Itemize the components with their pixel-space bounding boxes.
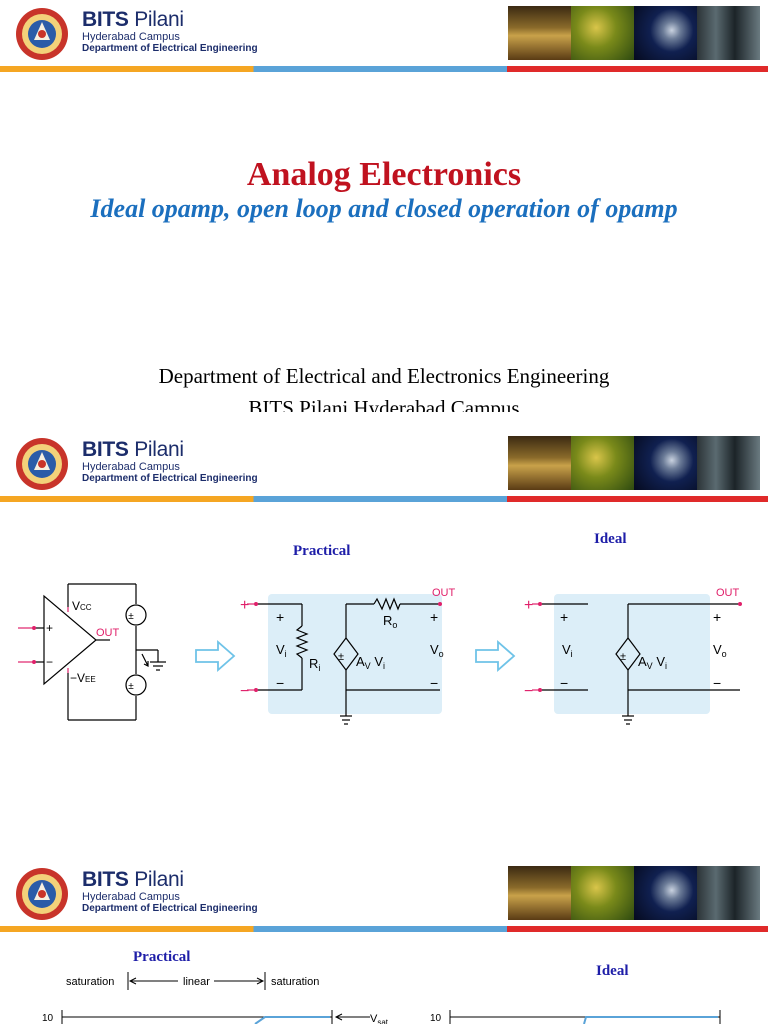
- svg-text:±: ±: [128, 611, 134, 622]
- svg-text:−: −: [46, 655, 53, 669]
- svg-text:−: −: [430, 675, 438, 691]
- ideal-model: [540, 603, 740, 725]
- arrow-right-icon: [195, 640, 236, 672]
- brand-block: BITS Pilani Hyderabad Campus Department …: [82, 9, 258, 55]
- transfer-characteristic-slide: BITS Pilani Hyderabad Campus Department …: [0, 860, 768, 1024]
- svg-text:Vo: Vo: [430, 642, 444, 659]
- svg-text:OUT: OUT: [716, 587, 740, 599]
- ideal-model-box: [554, 594, 710, 714]
- slide-subtitle: Ideal opamp, open loop and closed operat…: [90, 194, 678, 223]
- header-photo-powerlines: [508, 6, 571, 60]
- vee-source-icon: [125, 674, 147, 696]
- svg-text:10: 10: [42, 1013, 54, 1024]
- brand-department: Department of Electrical Engineering: [82, 43, 258, 54]
- brand-block: BITS Pilani Hyderabad Campus Department …: [82, 439, 258, 485]
- header-photo-circuitboard: [571, 436, 634, 490]
- svg-text:−: −: [713, 675, 721, 691]
- header-color-bar: [0, 496, 768, 502]
- practical-label: Practical: [293, 543, 351, 559]
- practical-model-box: [268, 594, 442, 714]
- header-photo-control-panel: [697, 436, 760, 490]
- svg-text:10: 10: [430, 1013, 442, 1024]
- header-photo-strip: [508, 866, 760, 920]
- svg-text:+: +: [240, 597, 249, 614]
- header-photo-satellite: [634, 436, 697, 490]
- svg-text:Vi: Vi: [276, 642, 287, 659]
- header-photo-powerlines: [508, 866, 571, 920]
- bits-logo-icon: [16, 8, 68, 60]
- svg-text:OUT: OUT: [432, 587, 456, 599]
- svg-text:+: +: [276, 609, 284, 625]
- department-block: Department of Electrical and Electronics…: [0, 360, 768, 412]
- slide-header: BITS Pilani Hyderabad Campus Department …: [0, 860, 768, 932]
- practical-model: [256, 597, 440, 725]
- brand-department: Department of Electrical Engineering: [82, 473, 258, 484]
- svg-text:−: −: [524, 683, 533, 700]
- header-color-bar: [0, 66, 768, 72]
- header-photo-circuitboard: [571, 6, 634, 60]
- svg-text:Ro: Ro: [383, 613, 397, 630]
- ideal-label: Ideal: [594, 531, 627, 547]
- svg-text:saturation: saturation: [66, 976, 114, 988]
- slide-header: BITS Pilani Hyderabad Campus Department …: [0, 430, 768, 502]
- header-photo-powerlines: [508, 436, 571, 490]
- svg-text:Vi: Vi: [562, 642, 573, 659]
- header-photo-control-panel: [697, 6, 760, 60]
- header-color-bar: [0, 926, 768, 932]
- svg-text:±: ±: [338, 651, 344, 663]
- svg-text:AV Vi: AV Vi: [356, 654, 385, 671]
- svg-text:±: ±: [128, 681, 134, 692]
- svg-text:Vsat: Vsat: [370, 1013, 389, 1024]
- brand-campus: Hyderabad Campus: [82, 31, 180, 43]
- svg-text:AV Vi: AV Vi: [638, 654, 667, 671]
- brand-name: BITS Pilani: [82, 868, 184, 891]
- transfer-curve-fragments: saturation linear saturation 10 10 Vsat: [42, 972, 721, 1024]
- brand-department: Department of Electrical Engineering: [82, 903, 258, 914]
- svg-text:+: +: [524, 597, 533, 614]
- svg-text:+: +: [46, 621, 53, 635]
- svg-text:OUT: OUT: [96, 627, 120, 639]
- campus-line: BITS Pilani Hyderabad Campus: [248, 396, 520, 412]
- brand-campus: Hyderabad Campus: [82, 891, 180, 903]
- svg-text:±: ±: [620, 651, 626, 663]
- svg-text:VCC: VCC: [72, 599, 92, 613]
- title-slide: BITS Pilani Hyderabad Campus Department …: [0, 0, 768, 412]
- slide-header: BITS Pilani Hyderabad Campus Department …: [0, 0, 768, 72]
- svg-text:−VEE: −VEE: [70, 671, 96, 685]
- svg-text:Ri: Ri: [309, 656, 320, 673]
- output-curve-ideal: [583, 1016, 718, 1024]
- brand-campus: Hyderabad Campus: [82, 461, 180, 473]
- brand-block: BITS Pilani Hyderabad Campus Department …: [82, 869, 258, 915]
- opamp-symbol: [34, 583, 166, 721]
- slide-title: Analog Electronics: [246, 156, 522, 193]
- svg-text:−: −: [560, 675, 568, 691]
- svg-text:saturation: saturation: [271, 976, 319, 988]
- opamp-circuit-diagrams: + − VCC −VEE OUT ± ±: [18, 583, 742, 725]
- vcc-source-icon: [125, 604, 147, 626]
- header-photo-strip: [508, 436, 760, 490]
- header-photo-strip: [508, 6, 760, 60]
- brand-name: BITS Pilani: [82, 8, 184, 31]
- arrow-right-icon: [475, 640, 516, 672]
- svg-text:+: +: [560, 609, 568, 625]
- svg-text:+: +: [713, 609, 721, 625]
- header-photo-satellite: [634, 866, 697, 920]
- svg-text:−: −: [276, 675, 284, 691]
- svg-text:+: +: [430, 609, 438, 625]
- svg-text:−: −: [240, 683, 249, 700]
- opamp-model-slide: BITS Pilani Hyderabad Campus Department …: [0, 430, 768, 842]
- header-photo-circuitboard: [571, 866, 634, 920]
- header-photo-satellite: [634, 6, 697, 60]
- header-photo-control-panel: [697, 866, 760, 920]
- brand-name: BITS Pilani: [82, 438, 184, 461]
- practical-label: Practical: [133, 949, 191, 965]
- ideal-label: Ideal: [596, 963, 629, 979]
- opamp-triangle: [43, 594, 97, 686]
- svg-text:linear: linear: [183, 976, 210, 988]
- department-line: Department of Electrical and Electronics…: [158, 364, 610, 388]
- output-curve-practical: [254, 1016, 330, 1024]
- bits-logo-icon: [16, 868, 68, 920]
- svg-text:Vo: Vo: [713, 642, 727, 659]
- bits-logo-icon: [16, 438, 68, 490]
